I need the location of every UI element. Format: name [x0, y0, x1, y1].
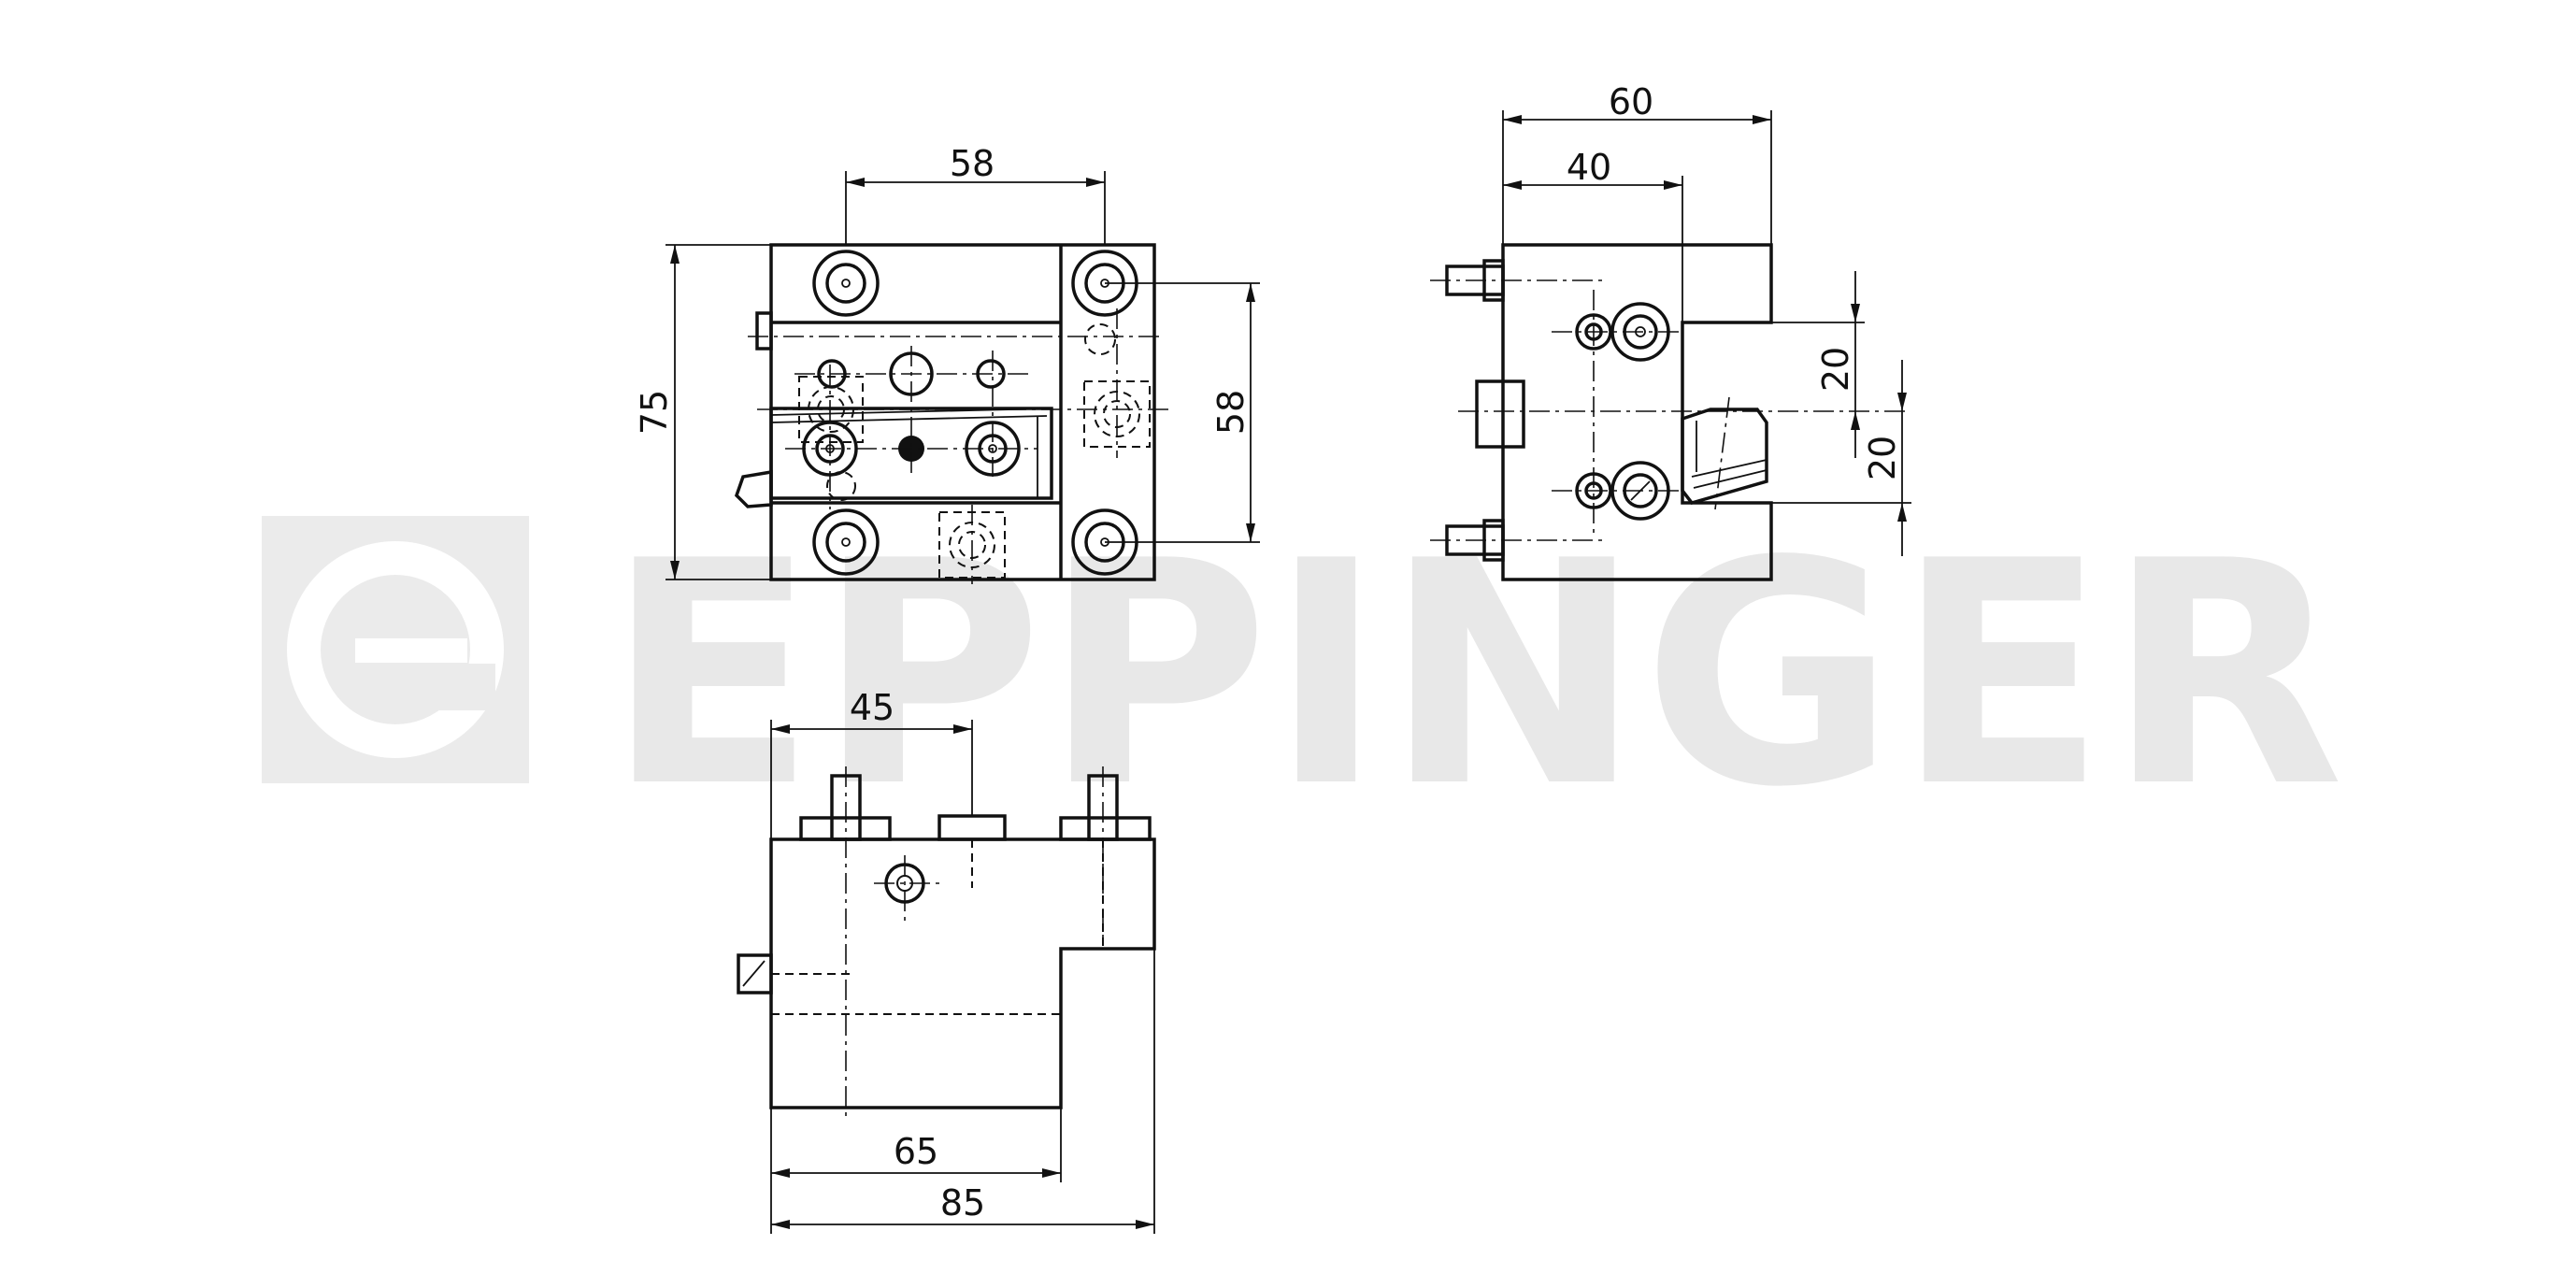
dim-65-arrow-left — [771, 1168, 790, 1178]
dim-85-label: 85 — [940, 1182, 985, 1224]
dim-40-label: 40 — [1567, 147, 1611, 188]
bottom-dimensions: 45 65 85 — [770, 687, 1155, 1234]
dim-20u-arrow-bottom — [1851, 411, 1860, 430]
front-slot-wedge-line-2 — [770, 415, 1048, 423]
side-wedge-line-2 — [1693, 469, 1767, 489]
dim-45-label: 45 — [850, 687, 894, 728]
side-view — [1430, 243, 1907, 581]
front-slot-wedge-line — [770, 408, 1052, 416]
front-bolt-bl — [812, 508, 880, 576]
dim-58-top-arrow-right — [1086, 178, 1105, 187]
side-wedge — [1681, 408, 1768, 506]
dim-65-arrow-right — [1042, 1168, 1061, 1178]
dim-58-top-label: 58 — [950, 143, 995, 184]
dim-75-label: 75 — [634, 390, 675, 435]
dim-85-arrow-right — [1136, 1220, 1154, 1229]
watermark: EPPINGER — [262, 495, 2344, 854]
front-view — [734, 243, 1173, 584]
front-hidden-hole-top — [1084, 323, 1116, 355]
bottom-coolant-line — [742, 960, 766, 987]
dim-40-arrow-left — [1503, 180, 1522, 190]
dim-85-arrow-left — [771, 1220, 790, 1229]
dim-75-arrow-top — [670, 245, 680, 264]
dim-20l-arrow-top — [1897, 393, 1907, 411]
watermark-text: EPPINGER — [606, 495, 2344, 854]
dim-58-right-arrow-top — [1246, 283, 1255, 302]
dim-20u-arrow-top — [1851, 304, 1860, 322]
dim-65-label: 65 — [894, 1131, 938, 1172]
dim-58-top-arrow-left — [846, 178, 865, 187]
watermark-logo-bar — [355, 638, 467, 663]
side-body-outline — [1501, 243, 1773, 581]
dim-60-label: 60 — [1609, 81, 1653, 122]
side-wedge-line-1 — [1691, 459, 1767, 478]
dim-58-right-arrow-bottom — [1246, 523, 1255, 542]
dim-20l-label: 20 — [1862, 436, 1903, 480]
front-hidden-hole-left — [826, 471, 856, 501]
side-dimensions: 60 40 20 20 — [1502, 81, 1911, 556]
dim-60-arrow-right — [1753, 115, 1771, 124]
dim-40-arrow-right — [1664, 180, 1682, 190]
bottom-pin-right-base — [1059, 816, 1152, 841]
watermark-logo-ring — [287, 541, 504, 758]
front-stub-left — [755, 311, 773, 351]
dim-45-arrow-right — [953, 724, 972, 734]
bottom-coolant-nipple — [737, 953, 773, 995]
dim-75-arrow-bottom — [670, 561, 680, 580]
front-bolt-tl — [812, 250, 880, 317]
dim-20l-arrow-bottom — [1897, 503, 1907, 522]
dim-60-arrow-left — [1503, 115, 1522, 124]
front-dimensions: 58 75 58 — [634, 143, 1260, 580]
dim-58-right-label: 58 — [1210, 390, 1252, 435]
watermark-logo-cut — [439, 664, 495, 710]
front-coolant-nipple — [734, 469, 773, 508]
side-center-v-wedge — [1714, 396, 1730, 510]
dim-45-arrow-left — [771, 724, 790, 734]
side-key — [1475, 379, 1525, 449]
dim-20u-label: 20 — [1815, 347, 1856, 392]
